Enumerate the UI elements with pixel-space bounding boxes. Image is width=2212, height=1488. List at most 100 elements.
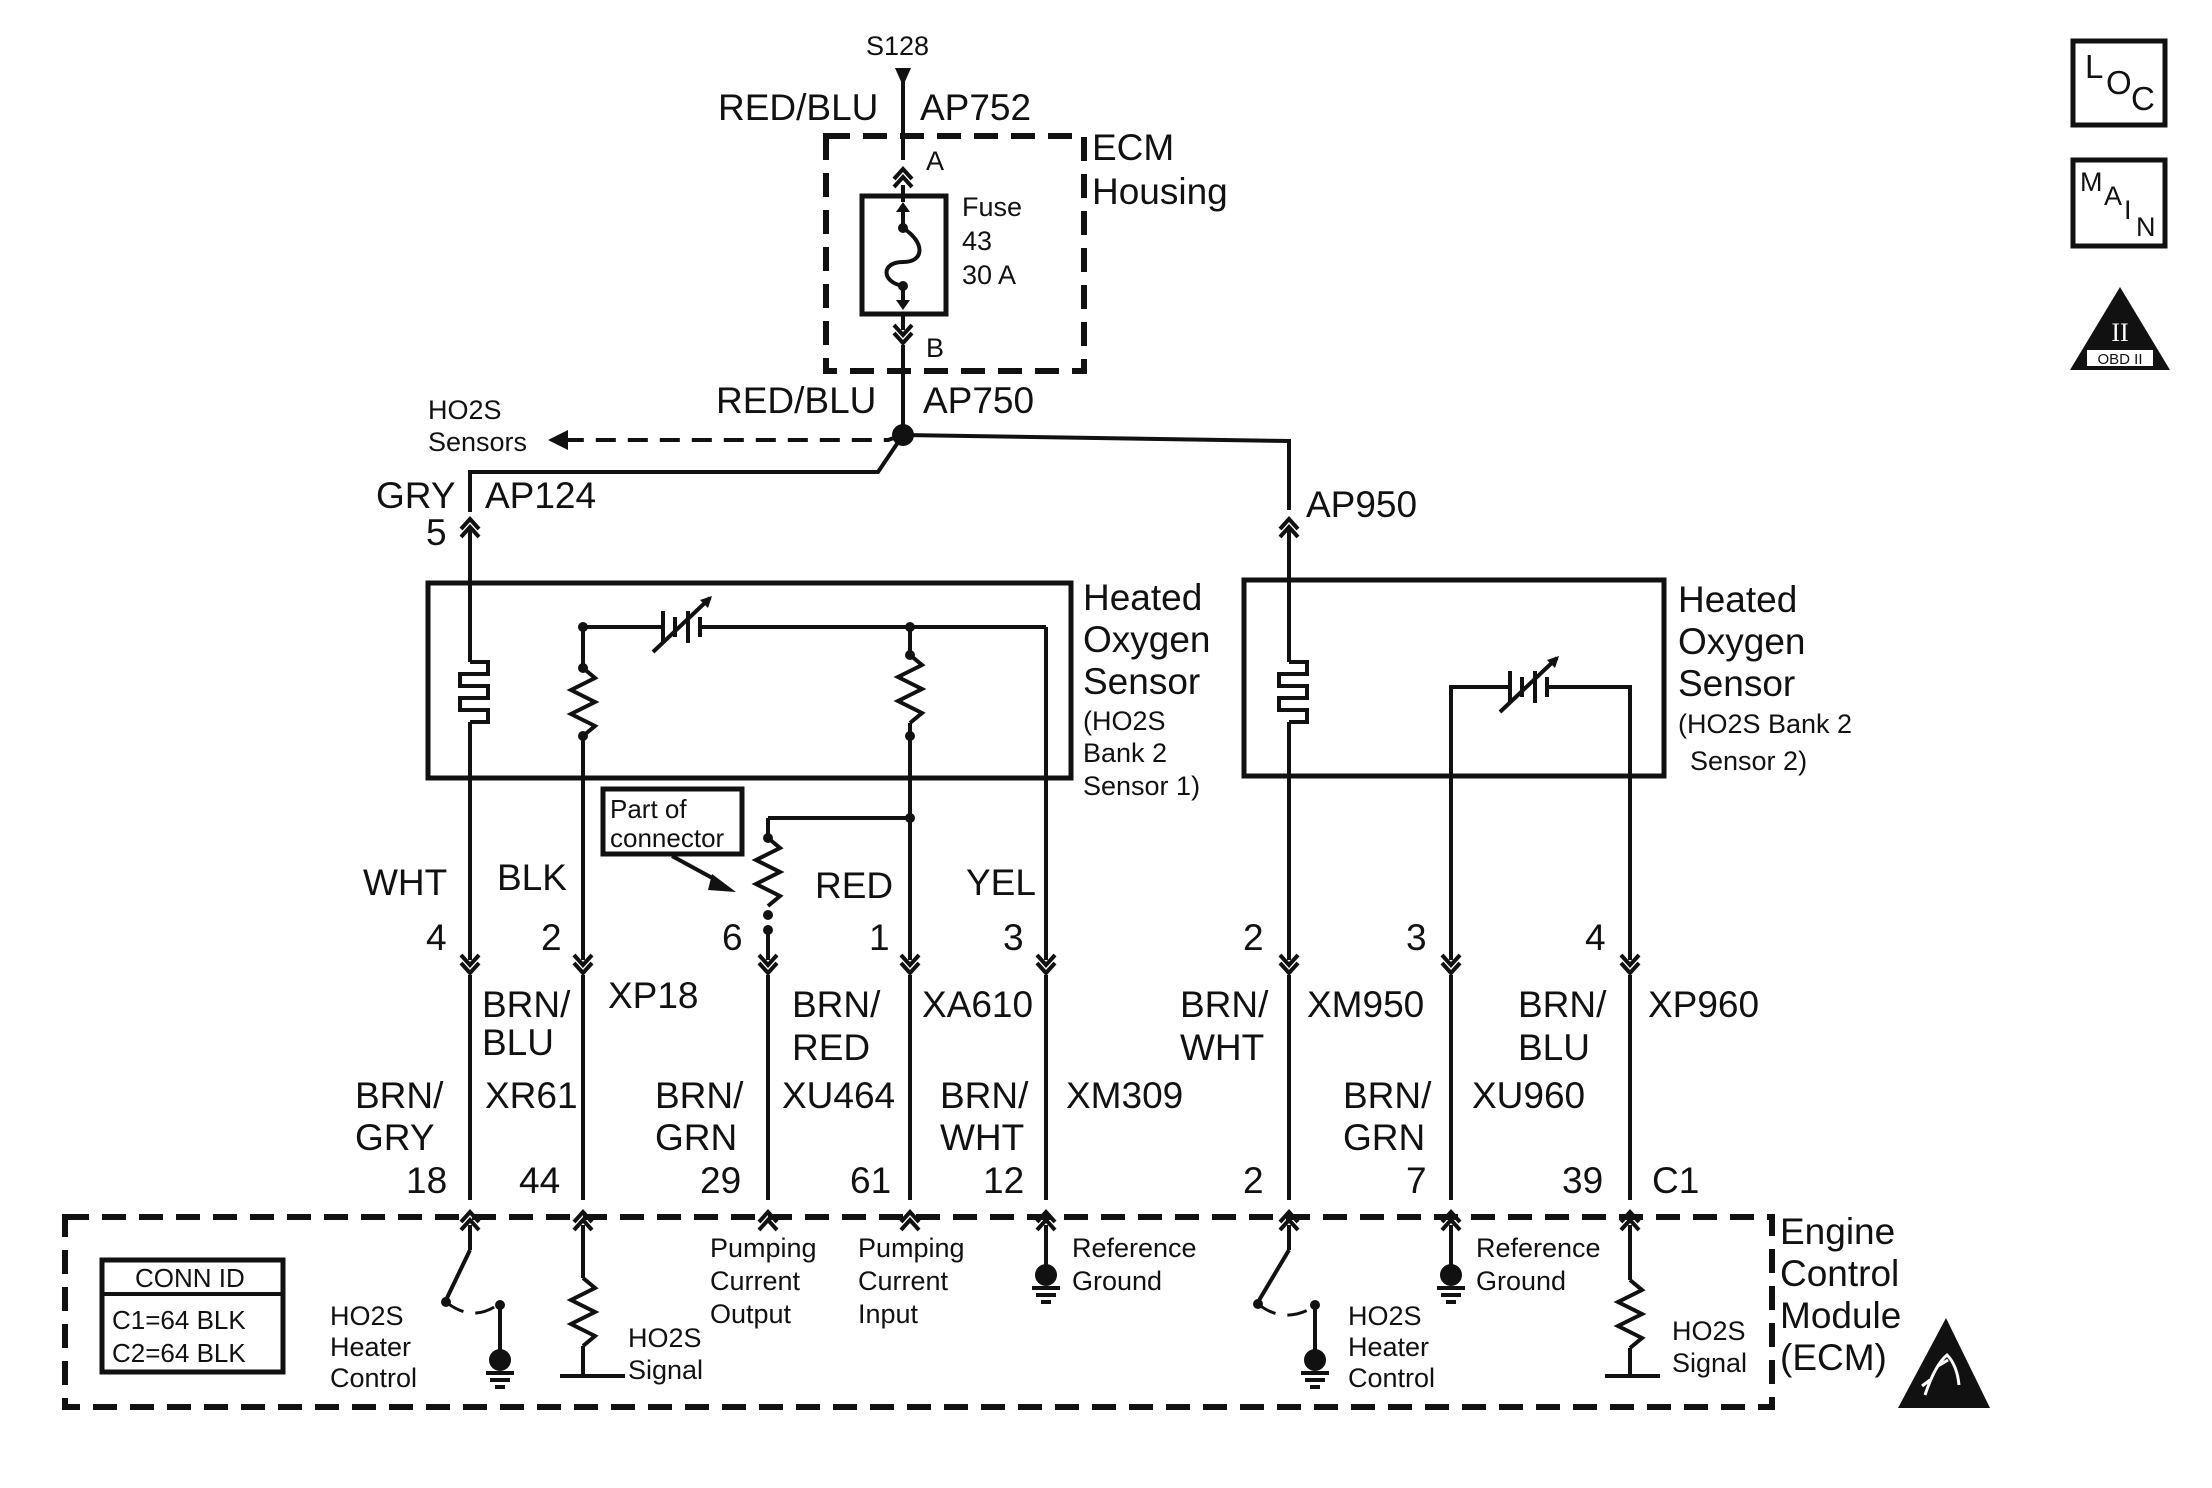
term-a: A (926, 146, 944, 176)
obd-ii-icon[interactable]: II OBD II (2070, 287, 2170, 370)
pump-out-l3: Output (710, 1299, 792, 1329)
ecm-pin-2: 2 (1243, 1160, 1264, 1201)
s1-w3-pin: 6 (722, 917, 743, 958)
feed-top-circuit: AP752 (920, 87, 1031, 128)
heater-switch-2 (1256, 1248, 1291, 1304)
fuse-element (884, 226, 922, 288)
ecm-pin-7: 7 (1406, 1160, 1427, 1201)
obd-roman: II (2111, 318, 2128, 347)
s1-title3: Sensor (1083, 661, 1200, 702)
s2-w1-pin: 2 (1243, 917, 1264, 958)
ground-icon-heater2 (1299, 1347, 1331, 1389)
s1-ecm3-b: GRN (655, 1117, 737, 1158)
s2-harness1-b: WHT (1180, 1027, 1264, 1068)
ecm-title3: Module (1780, 1295, 1901, 1336)
ho2s-sensors-arrow (548, 430, 568, 450)
ecm-pin-39: 39 (1562, 1160, 1603, 1201)
wire-to-sensor2 (902, 433, 1291, 510)
ecm-signal-resistor-2 (1613, 1278, 1647, 1350)
ref2-l1: Reference (1476, 1233, 1601, 1263)
conn-id-header: CONN ID (135, 1263, 245, 1293)
part-of-connector-line1: Part of (610, 794, 687, 824)
splice-arrow (895, 68, 911, 86)
feed-top-wire: RED/BLU (718, 87, 878, 128)
ecm-pin-12: 12 (983, 1160, 1024, 1201)
s1-feed-wire: GRY (376, 475, 456, 516)
ref1-l1: Reference (1072, 1233, 1197, 1263)
s1-harness3-b: RED (792, 1027, 870, 1068)
s1-heater-element (458, 660, 490, 724)
s2-ecm-circuit-xu960: XU960 (1472, 1075, 1585, 1116)
s2-circuit-xp960: XP960 (1648, 984, 1759, 1025)
pump-out-l2: Current (710, 1266, 801, 1296)
sensor1-box (425, 580, 1074, 781)
obd-label: OBD II (2097, 351, 2142, 368)
s2-heater-element (1277, 660, 1309, 724)
feed-bottom-wire: RED/BLU (716, 380, 876, 421)
signal2-l2: Signal (1672, 1348, 1747, 1378)
sensor2-box (1241, 577, 1667, 779)
signal1-l2: Signal (628, 1355, 703, 1385)
s1-ecm5-b: WHT (940, 1117, 1024, 1158)
s2-w3-pin: 4 (1585, 917, 1606, 958)
s2-harness3-a: BRN/ (1518, 984, 1607, 1025)
feed-bottom-circuit: AP750 (923, 380, 1034, 421)
s2-w2-pin: 3 (1406, 917, 1427, 958)
ecm-housing-line1: ECM (1092, 127, 1174, 168)
s1-sub3: Sensor 1) (1083, 771, 1200, 801)
s1-ecm1-b: GRY (355, 1117, 435, 1158)
ref2-l2: Ground (1476, 1266, 1566, 1296)
signal2-l1: HO2S (1672, 1316, 1746, 1346)
s1-title1: Heated (1083, 577, 1202, 618)
ecm-title4: (ECM) (1780, 1337, 1887, 1378)
main-icon-m: M (2080, 167, 2103, 197)
s1-circuit-xa610: XA610 (922, 984, 1033, 1025)
s1-harness1-a: BRN/ (482, 984, 571, 1025)
s2-sub2: Sensor 2) (1690, 746, 1807, 776)
pump-in-l1: Pumping (858, 1233, 965, 1263)
splice-label: S128 (866, 31, 929, 61)
s2-sub1: (HO2S Bank 2 (1678, 709, 1852, 739)
ecm-box (62, 1214, 1775, 1410)
s2-wire-pin3 (1449, 685, 1510, 960)
s2-title2: Oxygen (1678, 621, 1806, 662)
heater1-l3: Control (330, 1363, 417, 1393)
term-a-connector (892, 167, 914, 189)
pump-in-l2: Current (858, 1266, 949, 1296)
s1-ecm-circuit-xm309: XM309 (1066, 1075, 1183, 1116)
s1-w4-pin: 1 (869, 917, 890, 958)
s2-ecm2-b: GRN (1343, 1117, 1425, 1158)
loc-icon[interactable]: L O C (2070, 38, 2168, 128)
main-icon[interactable]: M A I N (2070, 157, 2168, 249)
s1-circuit-xp18: XP18 (608, 975, 699, 1016)
s2-title1: Heated (1678, 579, 1797, 620)
ground-icon-ref1 (1030, 1262, 1062, 1304)
s2-circuit-xm950: XM950 (1307, 984, 1424, 1025)
s1-harness3-a: BRN/ (792, 984, 881, 1025)
heater1-l1: HO2S (330, 1301, 404, 1331)
s1-resistor-left (566, 666, 600, 738)
s2-title3: Sensor (1678, 663, 1795, 704)
s2-wire-pin4 (1547, 685, 1632, 960)
part-of-connector-line2: connector (610, 823, 725, 853)
s1-w4-color: RED (815, 865, 893, 906)
part-of-connector-box (600, 786, 745, 857)
s1-w5-color: YEL (966, 862, 1036, 903)
ecm-title2: Control (1780, 1253, 1899, 1294)
fuse-line2: 43 (962, 226, 992, 256)
s1-variable-cell (651, 596, 712, 654)
s1-ecm1-a: BRN/ (355, 1075, 444, 1116)
ecm-pin-61: 61 (850, 1160, 891, 1201)
fuse-line1: Fuse (962, 192, 1022, 222)
ground-icon-heater1 (484, 1347, 516, 1389)
s1-ecm5-a: BRN/ (940, 1075, 1029, 1116)
ground-icon-ref2 (1435, 1262, 1467, 1304)
s2-harness3-b: BLU (1518, 1027, 1590, 1068)
s2-ecm2-a: BRN/ (1343, 1075, 1432, 1116)
wire-to-sensor1 (468, 433, 905, 512)
s1-w5-pin: 3 (1003, 917, 1024, 958)
signal1-l1: HO2S (628, 1323, 702, 1353)
pump-out-l1: Pumping (710, 1233, 817, 1263)
s1-ecm-circuit-xr61: XR61 (485, 1075, 578, 1116)
s1-resistor-right (893, 653, 927, 725)
